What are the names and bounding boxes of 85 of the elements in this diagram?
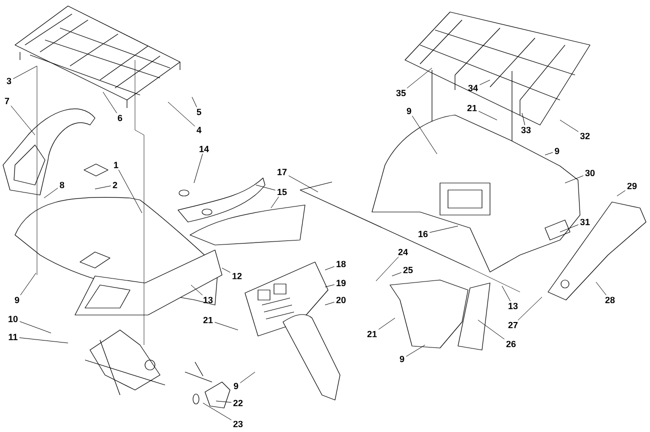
callout-number: 33: [521, 126, 531, 134]
callout-number: 34: [468, 84, 478, 92]
callout-number: 16: [418, 230, 428, 238]
callout-number: 2: [112, 182, 118, 188]
leader-line: [479, 80, 490, 86]
callout-number: 9: [554, 148, 560, 154]
leader-line: [222, 268, 231, 273]
callout-number: 25: [403, 266, 413, 274]
callout-number: 27: [508, 322, 518, 328]
callout-number: 8: [60, 182, 64, 188]
callout-number: 28: [605, 296, 615, 304]
callout-number: 24: [398, 248, 408, 256]
leader-line: [168, 102, 196, 126]
callout-number: 9: [400, 356, 404, 362]
leader-line: [12, 66, 38, 79]
leader-line: [478, 320, 505, 340]
leader-line: [194, 154, 203, 184]
callout-number: 15: [278, 188, 287, 196]
callout-number: 9: [406, 108, 412, 114]
leader-line: [44, 188, 58, 198]
leader-line: [560, 224, 579, 232]
leader-line: [478, 110, 498, 120]
leader-line: [192, 96, 197, 108]
leader-line: [270, 196, 279, 208]
leader-line: [256, 184, 276, 190]
callout-number: 6: [118, 114, 122, 122]
leader-line: [324, 284, 335, 288]
callout-number: 21: [467, 104, 477, 112]
callout-number: 9: [234, 382, 238, 390]
leader-line: [20, 272, 36, 296]
leader-line: [560, 120, 579, 132]
leader-line: [216, 400, 232, 403]
leader-line: [412, 116, 438, 154]
callout-number: 7: [4, 98, 10, 104]
callout-number: 21: [367, 330, 377, 338]
leader-line: [406, 344, 426, 357]
callout-number: 30: [585, 170, 595, 176]
leader-line: [240, 372, 256, 384]
leader-line: [324, 302, 335, 306]
leader-line: [502, 286, 511, 302]
callout-number: 17: [278, 168, 287, 176]
leader-line: [429, 226, 458, 233]
leader-line: [544, 152, 554, 156]
callout-number: 9: [14, 296, 20, 304]
leader-line: [324, 266, 335, 270]
leader-line: [406, 68, 432, 88]
leader-line: [376, 256, 399, 282]
callout-number: 31: [580, 218, 590, 226]
callout-number: 11: [8, 334, 18, 340]
leader-line: [564, 175, 584, 184]
callout-number: 26: [506, 340, 516, 348]
leader-line: [190, 284, 203, 296]
callout-number: 1: [114, 162, 118, 168]
leader-line: [288, 175, 318, 192]
callout-number: 14: [200, 146, 209, 152]
callout-number: 4: [196, 126, 202, 134]
leader-line: [102, 92, 118, 114]
callout-number: 18: [336, 260, 346, 268]
leader-line: [214, 322, 238, 330]
leader-line: [94, 186, 112, 190]
leader-line: [522, 112, 526, 126]
callout-number: 32: [580, 132, 590, 140]
leader-line: [616, 190, 626, 196]
leader-line: [378, 318, 396, 330]
callout-number: 19: [336, 280, 346, 286]
callout-number: 5: [196, 108, 202, 116]
callout-number: 29: [627, 182, 637, 190]
callout-number: 20: [336, 296, 346, 304]
callout-number: 21: [203, 316, 213, 324]
leader-line: [10, 106, 36, 136]
callout-number: 22: [233, 400, 243, 406]
leader-line: [19, 321, 52, 334]
callout-number: 35: [396, 90, 406, 96]
leader-line: [202, 402, 232, 420]
leader-line: [518, 296, 542, 320]
leader-line: [392, 272, 402, 276]
callout-number: 23: [233, 420, 243, 428]
callout-number: 13: [508, 302, 518, 310]
leader-line: [596, 282, 606, 296]
callout-number: 12: [232, 272, 242, 280]
callout-number: 13: [204, 296, 213, 304]
leader-line: [118, 170, 142, 214]
callout-number: 10: [8, 316, 18, 322]
leader-line: [19, 337, 68, 344]
callout-number: 3: [6, 78, 12, 84]
